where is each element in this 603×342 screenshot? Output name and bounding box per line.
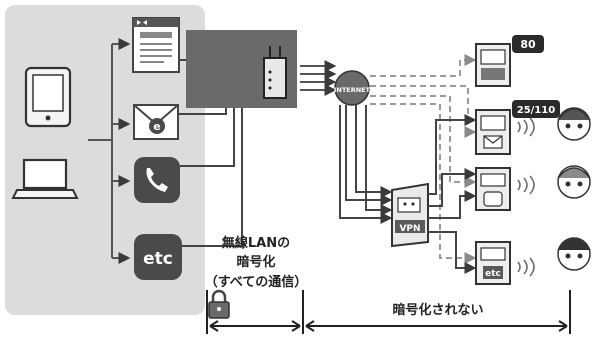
eavesdropper-icon [557,107,591,141]
laptop-icon [11,158,79,199]
eavesdropper-icon [557,237,591,271]
phone-icon [134,157,180,203]
phone-server-icon [475,167,511,211]
email-icon: e [133,104,179,140]
eavesdrop-wave-icons [517,117,535,277]
internet-globe-icon: INTERNET [334,70,371,106]
port-mail-label: 25/110 [517,105,555,116]
lan-encryption-label-line3: （すべての通信） [205,274,308,290]
eavesdropper-icon [557,165,591,199]
internet-label: INTERNET [334,86,371,94]
encrypted-range-arrow [206,290,304,334]
wireless-router-icon [263,46,287,99]
svg-text:e: e [153,120,160,133]
etc-server-icon: etc [475,241,511,285]
unencrypted-range-arrow [305,290,571,334]
lan-encryption-label-line2: 暗号化 [236,254,275,270]
lock-icon [208,289,230,319]
etc-service-label: etc [143,249,173,269]
lan-encryption-label-line1: 無線LANの [222,235,290,251]
etc-service-icon: etc [134,234,182,280]
vpn-label: VPN [399,224,420,234]
mail-server-icon: 25/110 [475,100,560,155]
web-server-icon: 80 [475,35,544,87]
vpn-server-icon: VPN [391,182,429,248]
unencrypted-label: 暗号化されない [392,302,483,318]
port-http-label: 80 [520,38,536,51]
etc-server-label: etc [485,269,501,279]
web-browser-icon [132,17,180,73]
tablet-icon [24,66,72,128]
